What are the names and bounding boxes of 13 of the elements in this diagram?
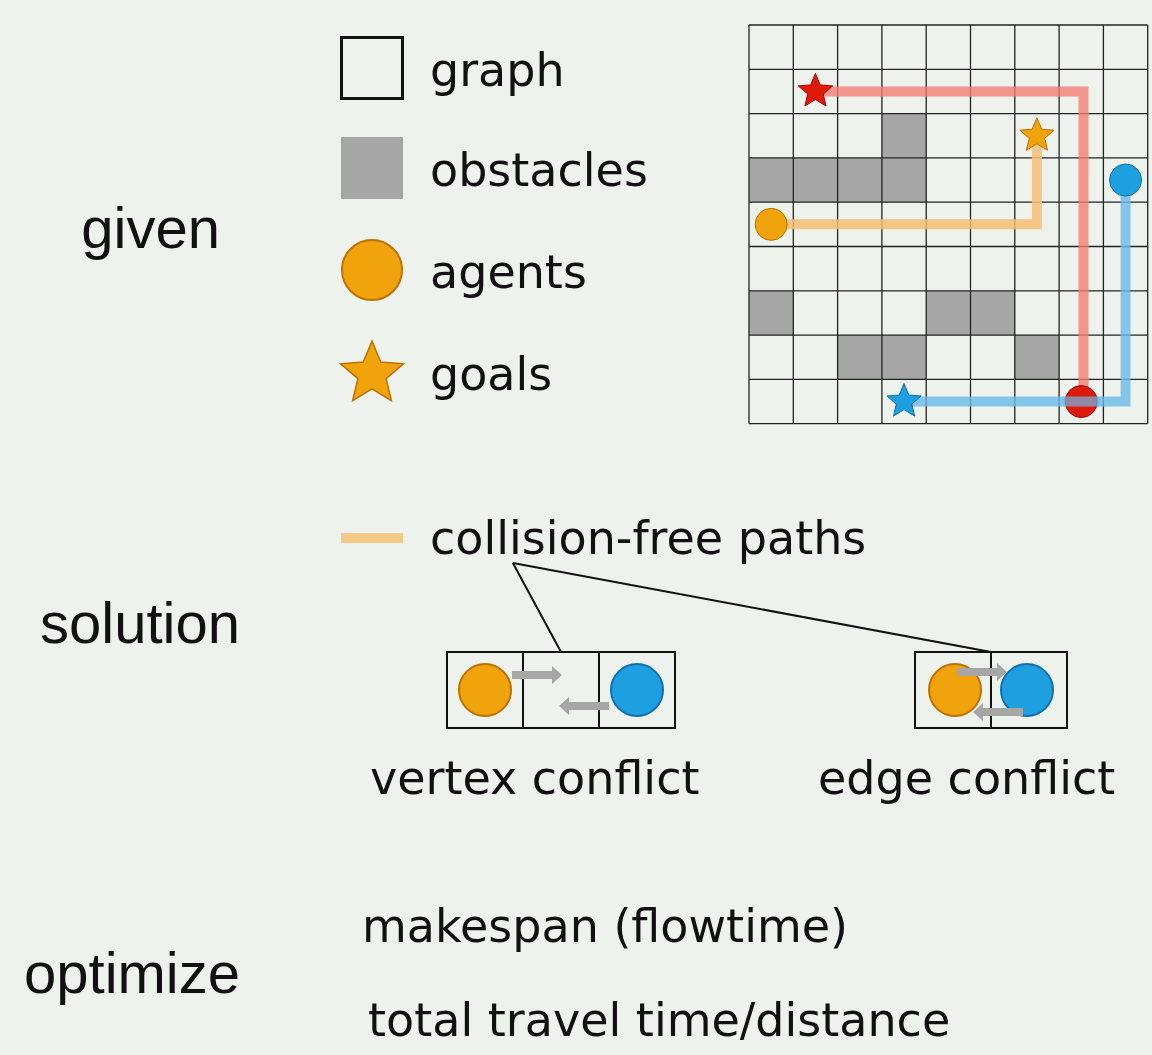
legend-label: collision-free paths <box>430 510 867 566</box>
objective-text: makespan (flowtime) <box>362 898 848 954</box>
legend-label: obstacles <box>430 142 648 198</box>
section-heading: optimize <box>23 940 240 1006</box>
leader-line <box>511 562 562 653</box>
objective-text: total travel time/distance <box>368 992 951 1048</box>
legend-label: agents <box>430 244 587 300</box>
section-heading: solution <box>39 590 240 656</box>
caption-text: vertex conflict <box>370 750 700 806</box>
legend-label: graph <box>430 42 565 98</box>
legend-label: goals <box>430 346 553 402</box>
section-heading: given <box>80 195 220 261</box>
caption-text: edge conflict <box>818 750 1116 806</box>
